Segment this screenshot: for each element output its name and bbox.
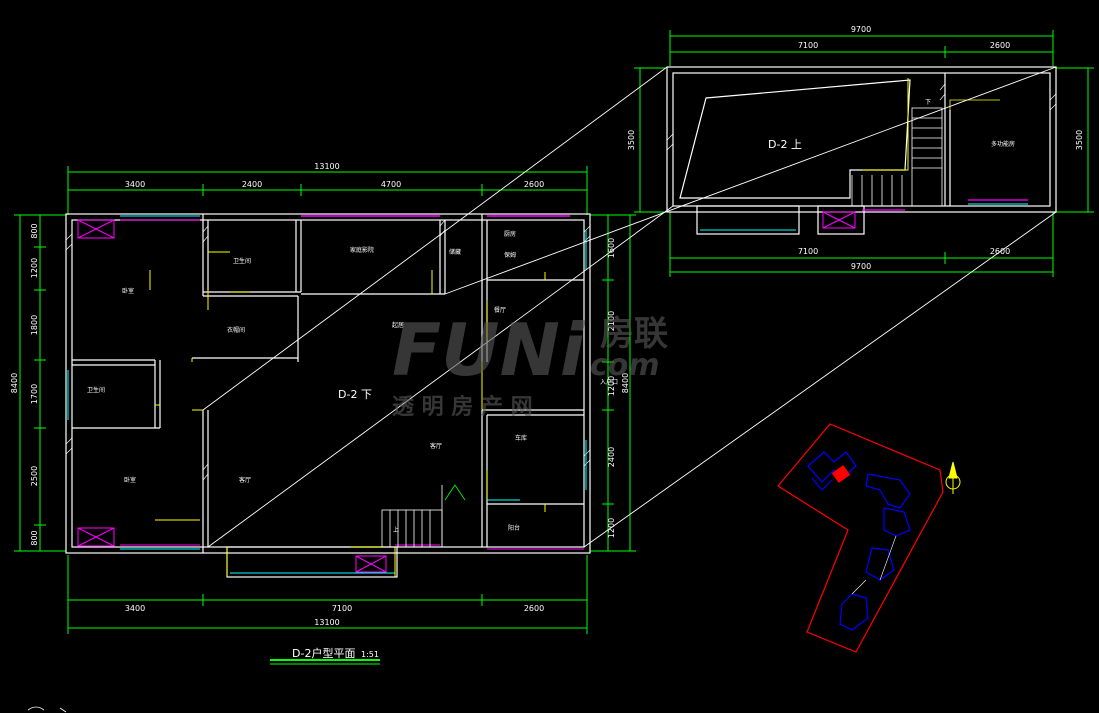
room-nanny: 保姆: [504, 251, 516, 259]
room-dining: 餐厅: [494, 306, 506, 314]
lower-left-seg-3: 1800: [30, 315, 39, 335]
lower-center-label: D-2 下: [338, 388, 372, 401]
upper-bottom-total: 9700: [851, 262, 871, 271]
lower-right-seg-3: 1200: [607, 376, 616, 396]
lower-left-seg-4: 1700: [30, 384, 39, 404]
upper-top-total: 9700: [851, 25, 871, 34]
lower-left-total: 8400: [10, 373, 19, 393]
lower-top-seg-2: 2400: [242, 180, 262, 189]
upper-bottom-seg-1: 7100: [798, 247, 818, 256]
room-bedroom-2: 卧室: [124, 476, 136, 484]
site-unit-highlight: [831, 465, 851, 483]
room-hall: 客厅: [239, 476, 251, 484]
plan-scale: 1:51: [361, 650, 379, 659]
lower-right-seg-2: 2100: [607, 311, 616, 331]
drawing-title: D-2户型平面 1:51: [270, 646, 380, 665]
watermark-com: com: [590, 348, 660, 383]
lower-right-seg-1: 1600: [607, 238, 616, 258]
lower-stair-up-label: 上: [393, 526, 399, 534]
lower-bottom-seg-2: 7100: [332, 604, 352, 613]
lower-dimensions: [14, 166, 636, 634]
room-bedroom-1: 卧室: [122, 287, 134, 295]
site-buildings: [807, 451, 911, 631]
north-arrow-icon: [945, 461, 961, 494]
room-storage: 储藏: [449, 248, 461, 256]
upper-hatch: [666, 83, 1057, 151]
upper-top-seg-1: 7100: [798, 41, 818, 50]
upper-accents: [700, 78, 1028, 231]
site-plan: [777, 423, 961, 653]
upper-right-dim: 3500: [1075, 130, 1084, 150]
room-living-upper: 起居: [392, 321, 404, 329]
upper-top-seg-2: 2600: [990, 41, 1010, 50]
lower-right-total: 8400: [621, 373, 630, 393]
room-kitchen: 厨房: [504, 230, 516, 238]
lower-top-seg-4: 2600: [524, 180, 544, 189]
watermark-tagline: 透 明 房 产 网: [392, 394, 533, 420]
upper-stair: [851, 107, 943, 207]
lower-wall-hatch: [65, 219, 591, 481]
lower-left-seg-1: 800: [30, 223, 39, 238]
lower-windows: [67, 215, 587, 574]
room-closet: 衣帽间: [227, 326, 245, 334]
lower-top-seg-1: 3400: [125, 180, 145, 189]
projection-lines: [202, 66, 1057, 548]
lower-left-seg-2: 1200: [30, 258, 39, 278]
upper-center-label: D-2 上: [768, 138, 802, 151]
lower-right-seg-4: 2400: [607, 447, 616, 467]
upper-dimensions: [634, 30, 1094, 277]
corner-mark: [27, 706, 67, 713]
lower-room-labels: 卧室 卫生间 衣帽间 家庭影院 储藏 厨房 保姆 餐厅 卫生间 起居 客厅 卧室…: [87, 230, 527, 532]
upper-walls: [666, 66, 1057, 235]
lower-bottom-total: 13100: [314, 618, 339, 627]
lower-bottom-seg-3: 2600: [524, 604, 544, 613]
upper-stair-mark: 下: [925, 99, 931, 106]
lower-shafts: [77, 219, 387, 573]
watermark-cn: 房联: [600, 314, 668, 354]
watermark: FUNi 房联 com 透 明 房 产 网: [392, 308, 668, 420]
room-garage: 车库: [515, 434, 527, 442]
room-living: 客厅: [430, 442, 442, 450]
watermark-brand: FUNi: [392, 308, 586, 392]
plan-title: D-2户型平面: [292, 646, 355, 660]
lower-left-seg-5: 2500: [30, 466, 39, 486]
entry-label: 入户口: [600, 378, 618, 386]
lower-top-total: 13100: [314, 162, 339, 171]
lower-stair: [381, 484, 466, 548]
room-balcony: 阳台: [508, 524, 520, 532]
room-theater: 家庭影院: [350, 246, 374, 254]
room-bath-2: 卫生间: [87, 386, 105, 394]
upper-room-label: 多功能房: [991, 140, 1015, 148]
lower-left-seg-6: 800: [30, 530, 39, 545]
upper-left-dim: 3500: [627, 130, 636, 150]
lower-dim-labels: 13100 3400 2400 4700 2600 3400 7100 2600…: [10, 162, 630, 627]
lower-top-seg-3: 4700: [381, 180, 401, 189]
room-bath-1: 卫生间: [233, 257, 251, 265]
lower-bottom-seg-1: 3400: [125, 604, 145, 613]
site-boundary: [777, 423, 944, 653]
